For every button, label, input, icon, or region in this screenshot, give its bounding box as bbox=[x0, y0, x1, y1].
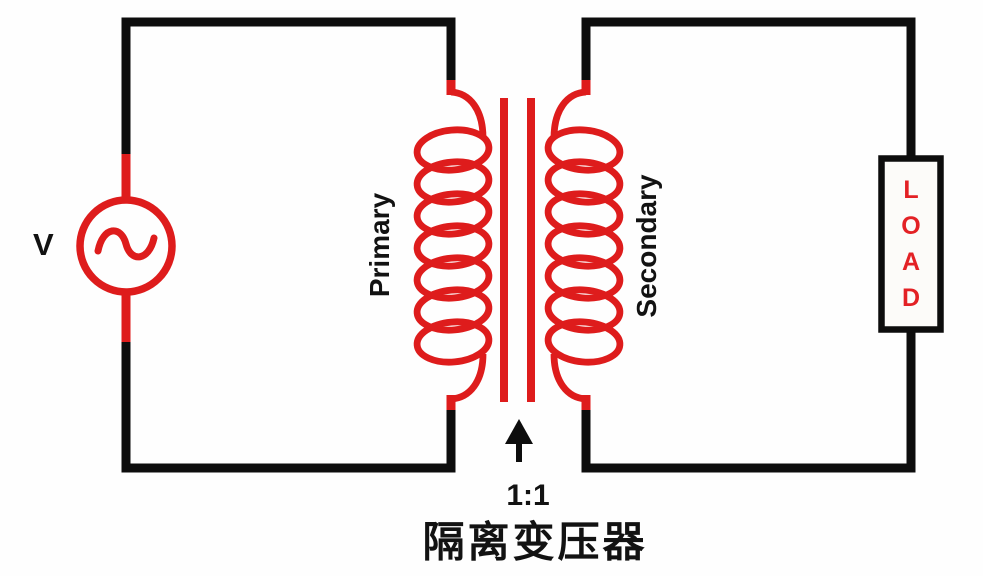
secondary-turn bbox=[544, 190, 624, 238]
wire-right-loop-top bbox=[581, 17, 916, 156]
arrow-head bbox=[505, 419, 533, 444]
primary-bottom-hook bbox=[450, 353, 487, 403]
primary-turn bbox=[413, 190, 493, 238]
diagram-caption: 隔离变压器 bbox=[422, 518, 648, 566]
wire-left-loop-top bbox=[121, 17, 456, 158]
primary-winding-label: Primary bbox=[364, 192, 395, 298]
primary-turn bbox=[413, 126, 493, 174]
primary-top-hook bbox=[450, 88, 487, 139]
load-box bbox=[878, 155, 944, 333]
secondary-turn bbox=[544, 222, 624, 270]
secondary-turn bbox=[544, 254, 624, 302]
secondary-winding bbox=[544, 88, 624, 403]
primary-turn bbox=[413, 286, 493, 334]
primary-turn bbox=[413, 222, 493, 270]
load-label: LOAD bbox=[901, 176, 921, 312]
secondary-bottom-hook bbox=[550, 353, 587, 403]
secondary-top-hook bbox=[550, 88, 587, 139]
secondary-winding-label: Secondary bbox=[631, 174, 662, 318]
turns-ratio-label: 1:1 bbox=[506, 479, 550, 512]
secondary-turn bbox=[544, 318, 624, 366]
sine-wave-icon bbox=[94, 227, 158, 261]
secondary-turn bbox=[544, 126, 624, 174]
secondary-turn bbox=[544, 286, 624, 334]
primary-winding bbox=[413, 88, 493, 403]
primary-turn bbox=[413, 158, 493, 206]
source-voltage-label: V bbox=[33, 227, 54, 262]
primary-turn bbox=[413, 318, 493, 366]
secondary-turn bbox=[544, 158, 624, 206]
up-arrow-icon bbox=[505, 419, 533, 462]
primary-turn bbox=[413, 254, 493, 302]
wire-right-loop-bottom bbox=[581, 332, 916, 473]
wire-left-loop-bottom bbox=[121, 338, 456, 473]
